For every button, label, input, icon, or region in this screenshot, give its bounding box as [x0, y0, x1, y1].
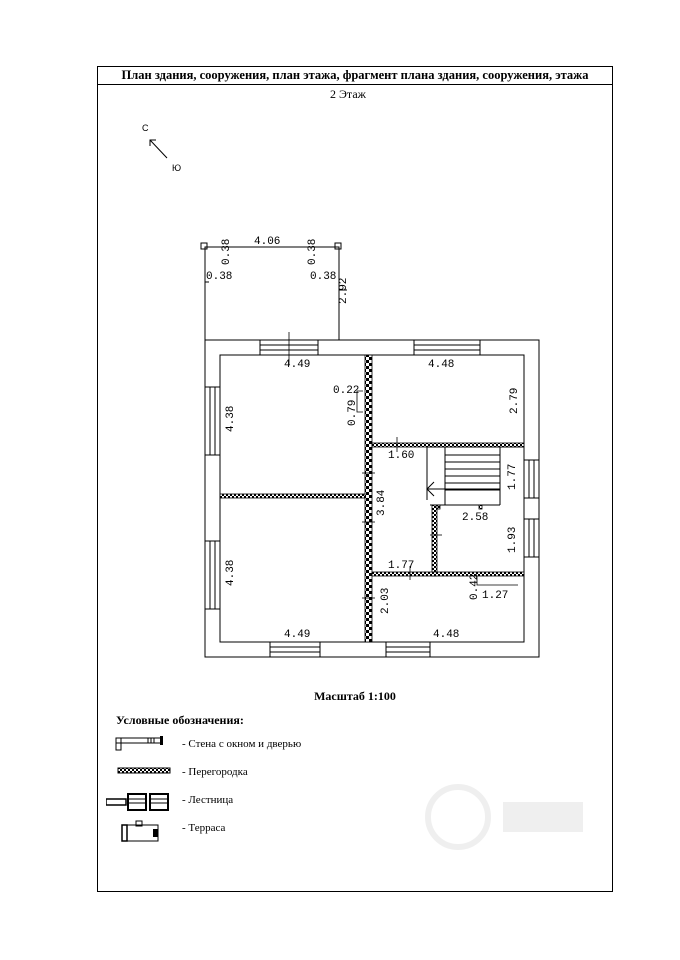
dim-small-a: 0.42 [469, 574, 481, 600]
compass-south: Ю [172, 163, 181, 173]
legend-label-wall: - Стена с окном и дверью [182, 738, 302, 750]
dim-room-sw-width: 4.49 [284, 629, 310, 641]
legend-label-stairs: - Лестница [182, 794, 234, 806]
stairs-icon [106, 793, 169, 811]
legend-item-partition: - Перегородка [106, 763, 406, 787]
windows [204, 339, 540, 658]
legend-label-partition: - Перегородка [182, 766, 248, 778]
dim-corridor-length: 3.84 [376, 489, 388, 516]
drawing-sheet: План здания, сооружения, план этажа, фра… [97, 66, 613, 892]
partitions [219, 354, 525, 643]
dim-terrace-left-a: 0.38 [221, 239, 233, 265]
legend-item-wall: - Стена с окном и дверью [106, 735, 406, 759]
compass-icon [149, 139, 168, 159]
dim-terrace-right-a: 0.38 [307, 239, 319, 265]
partition-icon [117, 767, 171, 774]
dim-small-b: 1.27 [482, 590, 508, 602]
terrace-icon [121, 820, 159, 842]
dim-bath-height: 1.93 [507, 527, 519, 553]
dim-terrace-width: 4.06 [254, 236, 280, 248]
wall-window-door-icon [115, 736, 163, 751]
dim-room-sw-height: 4.38 [225, 560, 237, 586]
dim-partition-b: 0.79 [347, 400, 359, 426]
dim-room-nw-height: 4.38 [225, 406, 237, 432]
legend-label-terrace: - Терраса [182, 822, 226, 834]
dim-lower-hall: 1.77 [388, 560, 414, 572]
dim-bath-width: 2.58 [462, 512, 488, 524]
legend-item-stairs: - Лестница [106, 791, 406, 815]
dim-hall-width: 1.60 [388, 450, 414, 462]
floor-label: 2 Этаж [330, 87, 366, 101]
legend-item-terrace: - Терраса [106, 819, 406, 843]
dimension-ticks [288, 332, 518, 599]
watermark-logo [425, 784, 583, 850]
dim-partition-a: 0.22 [333, 385, 359, 397]
dim-terrace-depth: 2.92 [338, 278, 350, 304]
document-title: План здания, сооружения, план этажа, фра… [98, 67, 612, 85]
compass-north: С [142, 123, 149, 133]
dim-room-se-width: 4.48 [433, 629, 459, 641]
dim-room-ne-height: 2.79 [509, 388, 521, 414]
scale-label: Масштаб 1:100 [314, 689, 396, 703]
dim-room-ne-width: 4.48 [428, 359, 454, 371]
dim-room-nw-width: 4.49 [284, 359, 310, 371]
dim-lower-corridor: 2.03 [380, 588, 392, 614]
dim-stair-height: 1.77 [507, 464, 519, 490]
dim-terrace-right-b: 0.38 [310, 271, 336, 283]
stairs [426, 446, 524, 506]
dim-terrace-left-b: 0.38 [206, 271, 232, 283]
legend-title: Условные обозначения: [116, 713, 244, 727]
terrace [200, 242, 347, 340]
